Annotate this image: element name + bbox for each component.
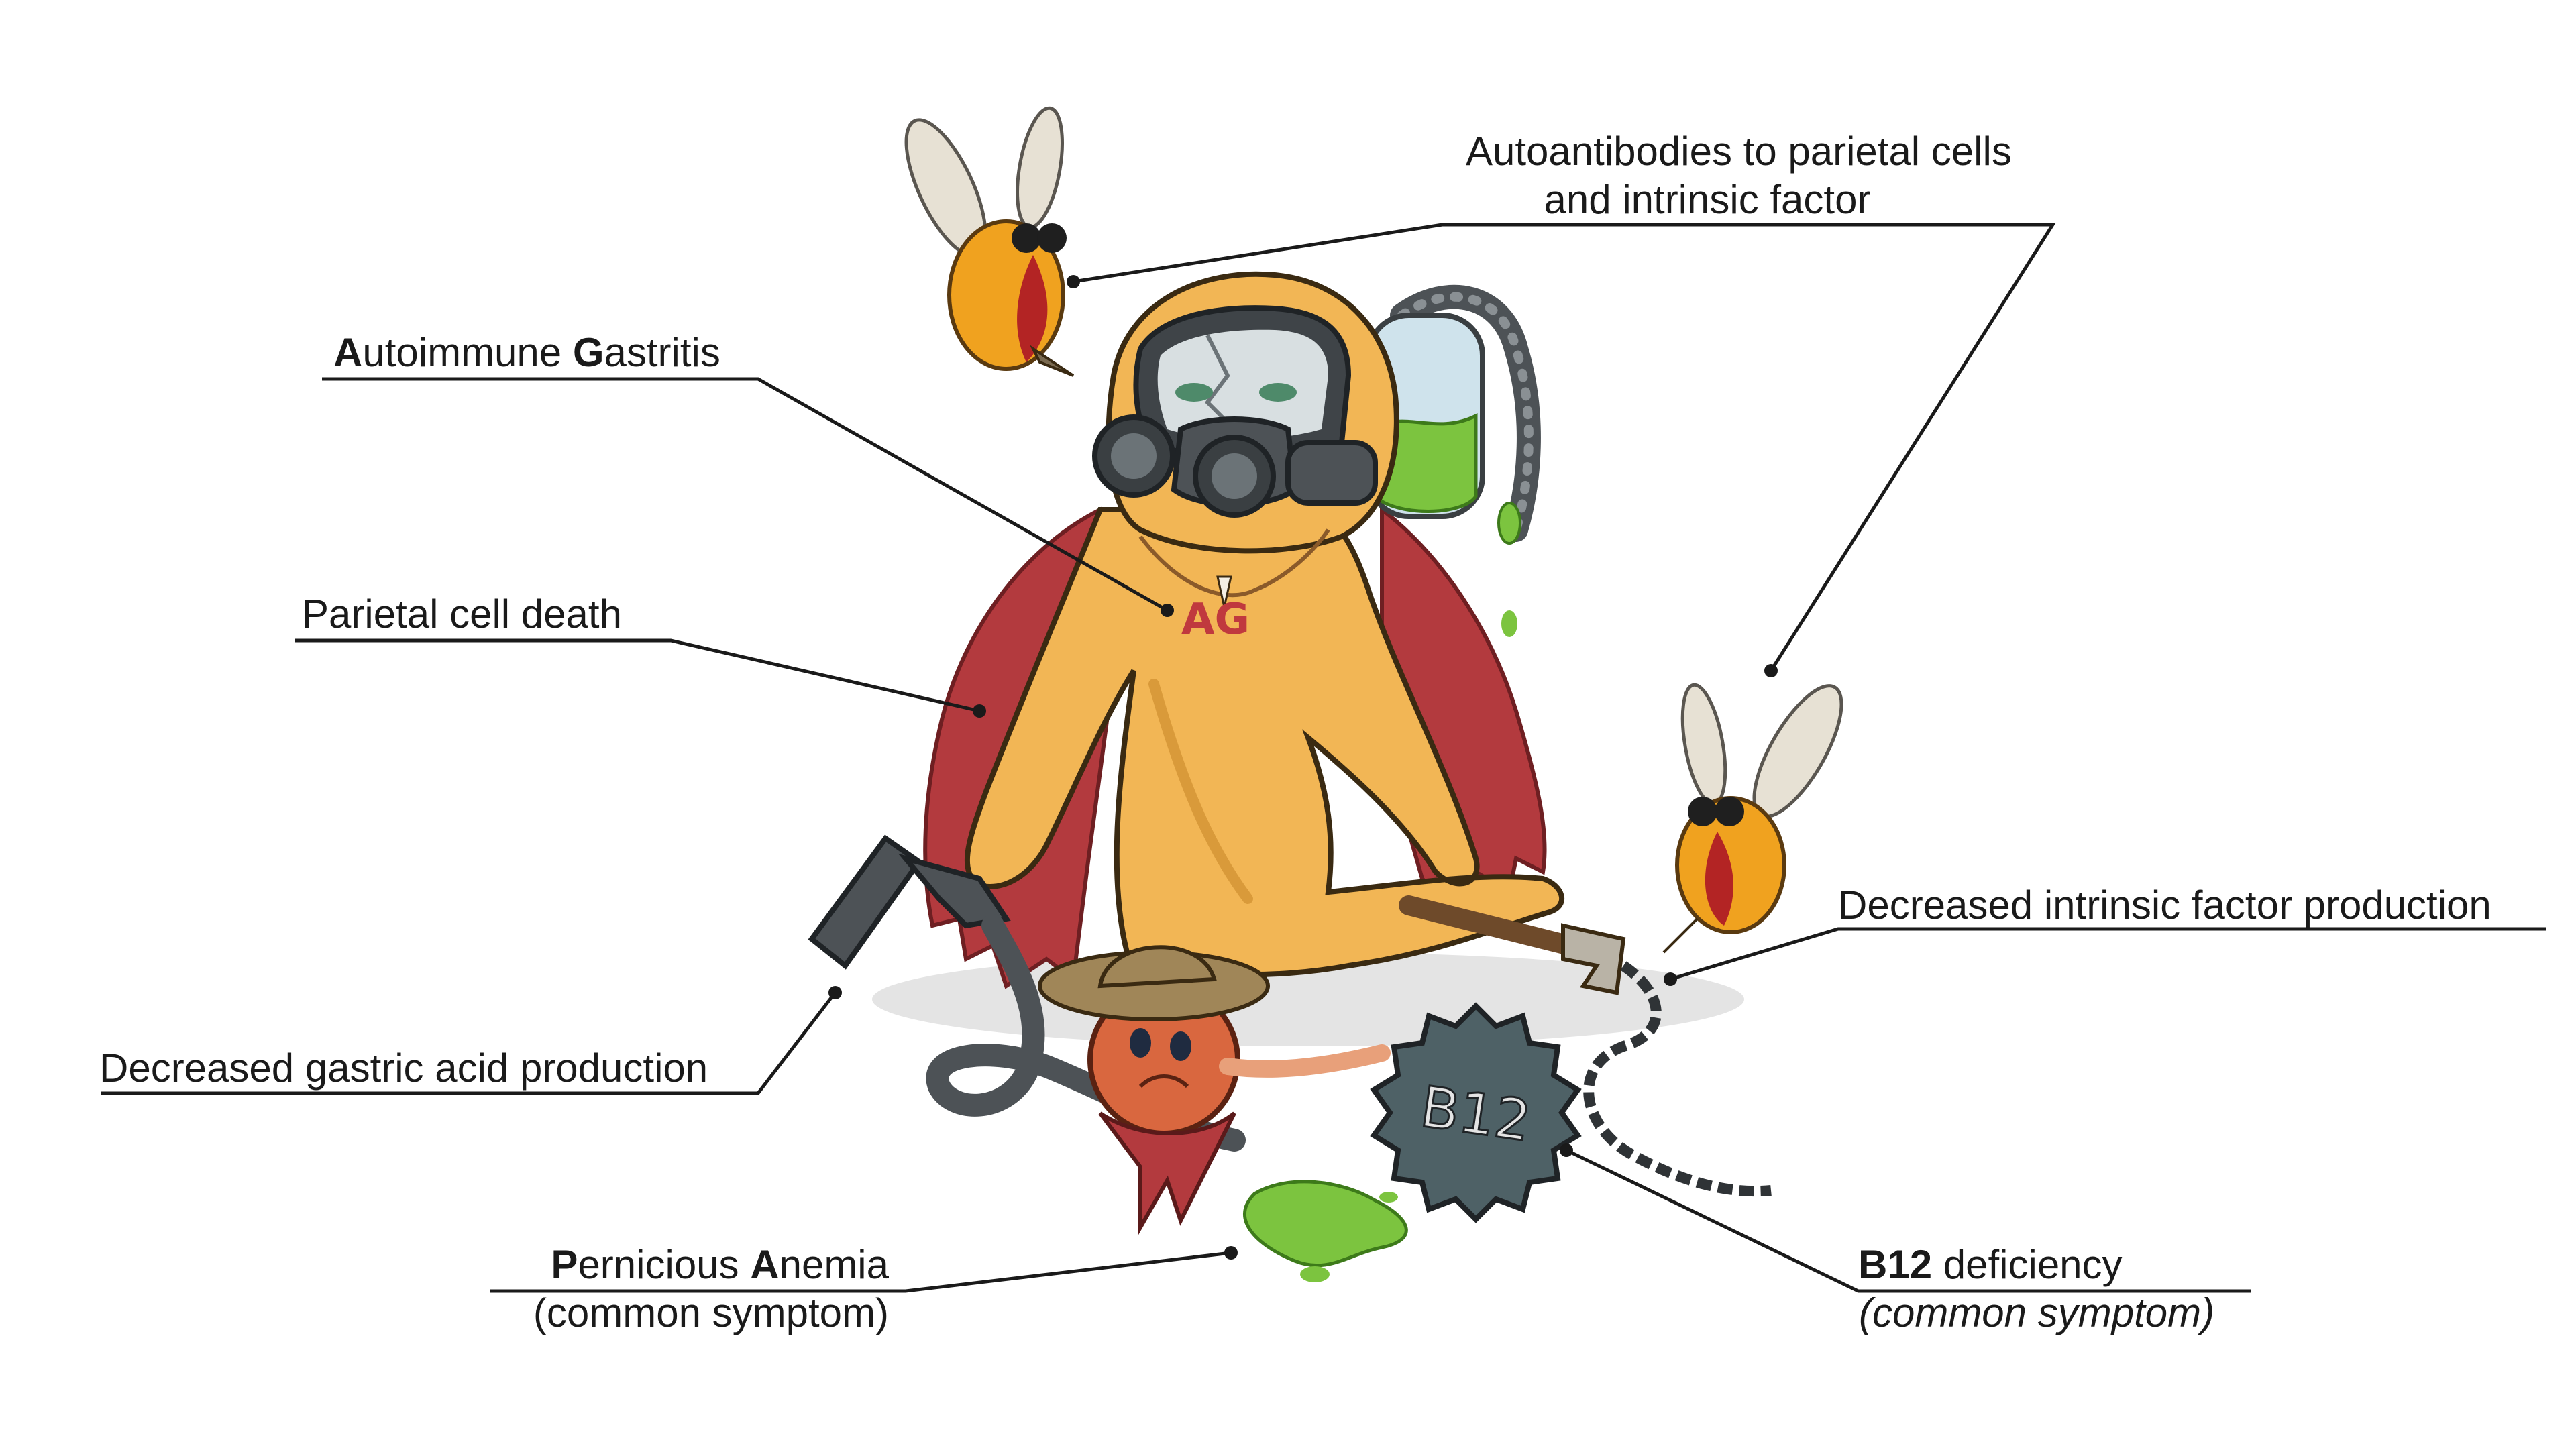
label-autoantibodies-line2: and intrinsic factor: [1544, 177, 1871, 222]
leader-autoimmune-gastritis: [322, 377, 1169, 612]
b12-ball: [1370, 1002, 1582, 1223]
leader-autoantibodies: [1073, 223, 2056, 672]
ball-text: B12: [1417, 1074, 1536, 1154]
necklace-cord: [1138, 528, 1330, 598]
label-b12-deficiency: B12 deficiency (common symptom): [1858, 1241, 2214, 1337]
leader-parietal-cell-death: [295, 638, 980, 713]
label-decreased-intrinsic-factor: Decreased intrinsic factor production: [1838, 883, 2491, 928]
chain: [1583, 961, 1772, 1197]
bold-a: A: [333, 330, 363, 375]
leader-intrinsic-factor: [1670, 927, 2546, 981]
bandana: [1098, 1111, 1236, 1235]
label-pernicious-anemia-title: Pernicious Anemia: [551, 1242, 889, 1287]
label-parietal-cell-death: Parietal cell death: [302, 592, 622, 636]
leader-b12-deficiency: [1565, 1148, 2251, 1293]
leader-gastric-acid: [101, 991, 837, 1095]
leader-dots: [828, 275, 1778, 1260]
stomach-arm: [1219, 1044, 1391, 1078]
label-b12-deficiency-sub: (common symptom): [1859, 1290, 2215, 1335]
label-autoimmune-gastritis: Autoimmune Gastritis: [333, 330, 720, 375]
label-b12-deficiency-title: B12 deficiency: [1858, 1242, 2123, 1287]
leader-lines: [101, 223, 2546, 1293]
label-pernicious-anemia: Pernicious Anemia (common symptom): [493, 1241, 889, 1337]
bold-g: G: [572, 330, 604, 375]
label-decreased-gastric-acid: Decreased gastric acid production: [99, 1046, 708, 1091]
label-pernicious-anemia-sub: (common symptom): [533, 1290, 889, 1335]
slime-puddle: [1243, 1180, 1408, 1268]
leader-pernicious-anemia: [490, 1251, 1232, 1293]
necklace-text: AG: [1181, 595, 1250, 645]
antibody-bug-right: [1662, 683, 1843, 954]
label-autoantibodies: Autoantibodies to parietal cells and int…: [1466, 127, 2012, 224]
antibody-bug-top: [904, 106, 1075, 377]
label-autoantibodies-line1: Autoantibodies to parietal cells: [1466, 129, 2012, 174]
